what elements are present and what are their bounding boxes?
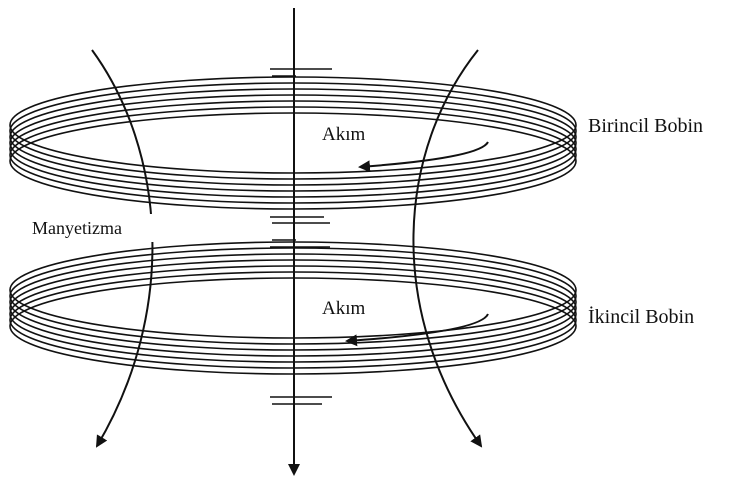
magnetism-label: Manyetizma: [32, 218, 122, 238]
primary-coil-label: Birincil Bobin: [588, 115, 703, 137]
magnetism-label-bg: [28, 214, 156, 242]
right-field-arrow: [412, 49, 483, 448]
current-label-bottom: Akım: [322, 298, 366, 319]
secondary-coil-leads: [270, 239, 332, 405]
current-arrow-top: [358, 141, 489, 173]
primary-coil-leads: [270, 68, 332, 224]
current-arrow-bottom: [345, 313, 489, 347]
current-label-top: Akım: [322, 124, 366, 145]
left-field-arrow: [91, 49, 154, 448]
secondary-coil-label: İkincil Bobin: [588, 305, 694, 328]
